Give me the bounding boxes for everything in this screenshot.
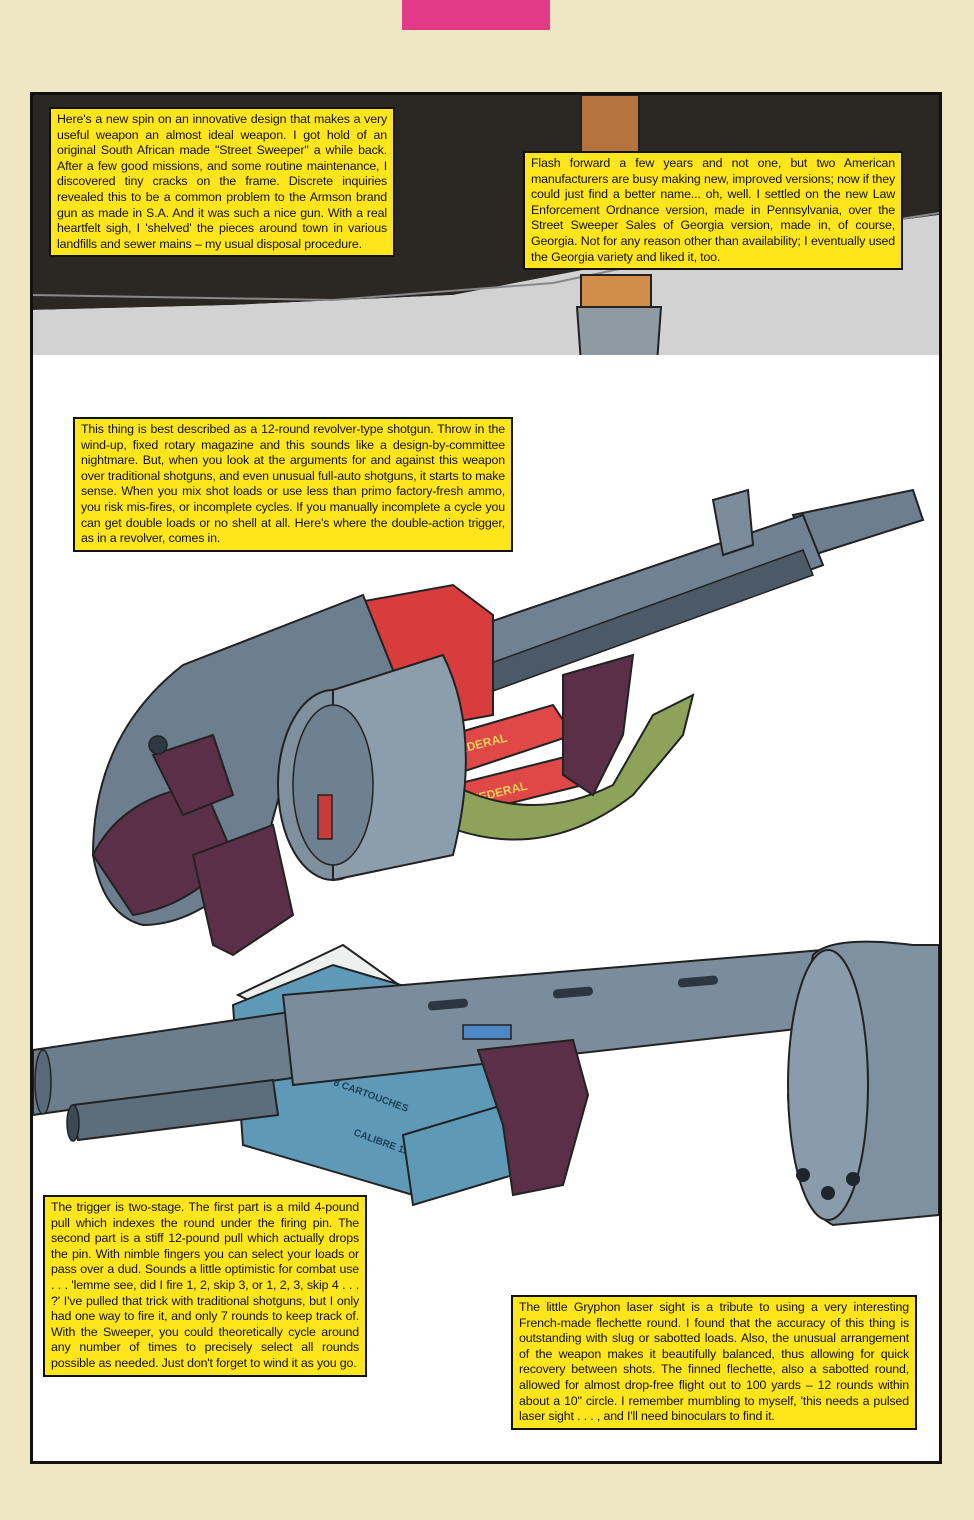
caption-flash-forward: Flash forward a few years and not one, b… <box>523 151 903 271</box>
comic-panel: FEDERAL FEDERAL 8 CARTOUCHES <box>30 92 942 1464</box>
street-sweeper-laser-view: 8 CARTOUCHES CALIBRE 12-70mm <box>33 940 939 1227</box>
caption-laser-sight: The little Gryphon laser sight is a trib… <box>511 1295 917 1430</box>
page-color-tab <box>402 0 550 30</box>
caption-revolver-shotgun: This thing is best described as a 12-rou… <box>73 417 513 552</box>
caption-street-sweeper-intro: Here's a new spin on an innovative desig… <box>49 107 395 258</box>
caption-trigger: The trigger is two-stage. The first part… <box>43 1195 367 1377</box>
street-sweeper-side-view: FEDERAL FEDERAL <box>91 488 925 957</box>
